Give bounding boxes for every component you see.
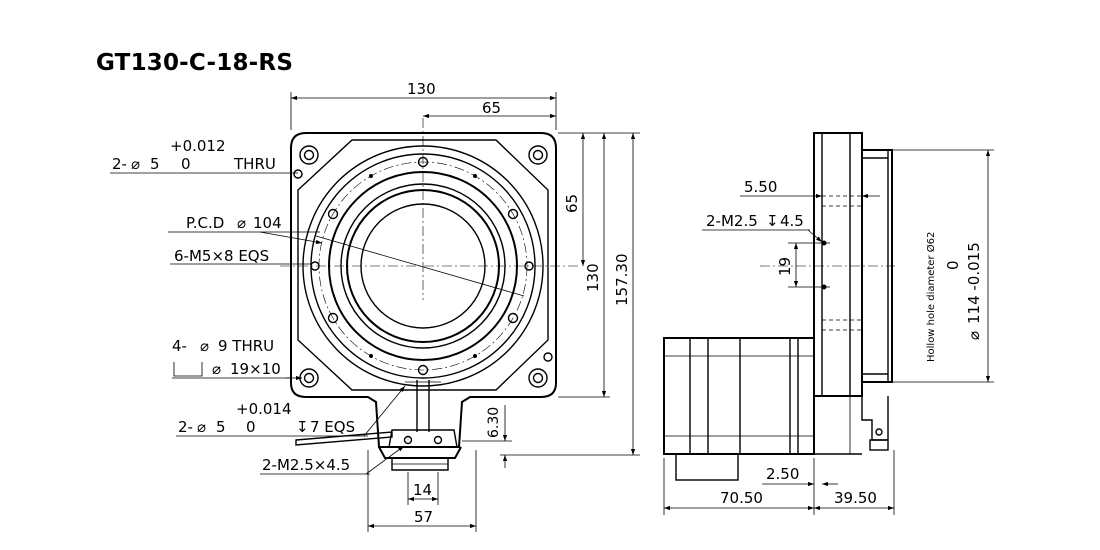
- diameter-symbol: ⌀: [965, 331, 983, 340]
- dim-flange-gap: 2.50: [766, 465, 799, 483]
- pin-hole-1-suffix: THRU: [233, 155, 276, 173]
- spigot-tol-upper: 0: [944, 260, 962, 270]
- diameter-symbol: ⌀: [212, 360, 221, 378]
- dim-slot-width: 14: [413, 481, 432, 499]
- hollow-hole-note: Hollow hole diameter Ø62: [925, 232, 937, 362]
- base-tap-note: 2-M2.5×4.5: [262, 456, 350, 474]
- thru-holes-prefix: 4-: [172, 337, 187, 355]
- pin-hole-1-tol-lower: 0: [181, 155, 191, 173]
- diameter-symbol: ⌀: [197, 418, 206, 436]
- tapped-holes: [310, 156, 534, 376]
- counterbore-note: 19×10: [230, 360, 281, 378]
- pin-hole-1-prefix: 2-: [112, 155, 127, 173]
- dim-half-width: 65: [482, 99, 501, 117]
- side-view: 5.50 2-M2.5 ↧ 4.5 19 Hollow hole diamete…: [663, 132, 994, 515]
- dim-side-pitch: 19: [776, 257, 794, 276]
- pin-hole-2-depth: 7 EQS: [310, 418, 355, 436]
- depth-symbol: ↧: [766, 212, 779, 230]
- pin-hole-2-prefix: 2-: [178, 418, 193, 436]
- dim-total-height: 157.30: [613, 254, 631, 307]
- diameter-symbol: ⌀: [237, 214, 246, 232]
- diameter-symbol: ⌀: [131, 155, 140, 173]
- side-body: [813, 132, 863, 397]
- front-view: 130 65 65 130 157.30 6.30 14 57 2-: [110, 80, 640, 532]
- pcd-prefix: P.C.D: [186, 214, 224, 232]
- front-body-outline: [290, 132, 557, 448]
- dim-width: 130: [407, 80, 436, 98]
- diameter-symbol: ⌀: [200, 337, 209, 355]
- pin-hole-2-tol-lower: 0: [246, 418, 256, 436]
- rotary-table-outline: [297, 139, 549, 391]
- pin-hole-2-dia: 5: [216, 418, 226, 436]
- pin-hole-1-tol-upper: +0.012: [170, 137, 226, 155]
- motor-connector: [675, 453, 739, 481]
- pin-hole-2-tol-upper: +0.014: [236, 400, 292, 418]
- dim-base-width: 57: [414, 508, 433, 526]
- spigot-dim: 114 -0.015: [965, 242, 983, 324]
- corner-holes: [299, 145, 548, 388]
- dim-body-width: 39.50: [834, 489, 877, 507]
- motor-body: [663, 337, 815, 455]
- dim-base-offset: 6.30: [486, 407, 502, 438]
- depth-symbol: ↧: [296, 418, 309, 436]
- thru-holes-dia: 9 THRU: [218, 337, 274, 355]
- dim-motor-length: 70.50: [720, 489, 763, 507]
- dim-height: 130: [584, 263, 602, 292]
- dim-half-height: 65: [563, 194, 581, 213]
- pcd-value: 104: [253, 214, 282, 232]
- side-tap-depth: 4.5: [780, 212, 804, 230]
- tapped-holes-note: 6-M5×8 EQS: [174, 247, 269, 265]
- side-tap-label: 2-M2.5: [706, 212, 758, 230]
- dim-side-offset: 5.50: [744, 178, 777, 196]
- pin-hole-1-dia: 5: [150, 155, 160, 173]
- drawing-title: GT130-C-18-RS: [96, 50, 294, 76]
- counterbore-symbol: [173, 362, 203, 377]
